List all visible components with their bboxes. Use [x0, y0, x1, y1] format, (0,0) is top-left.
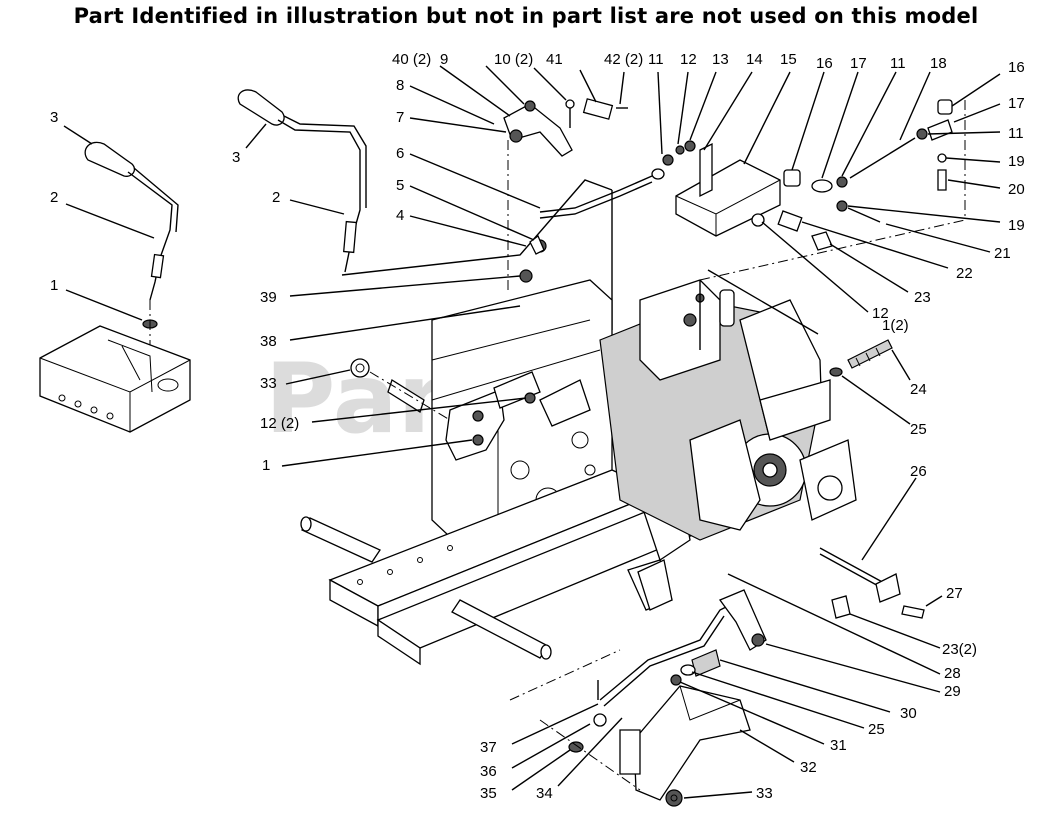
callout-label: 34 — [536, 785, 553, 802]
callout-label: 3 — [232, 149, 240, 166]
clip-part-23 — [811, 231, 833, 251]
leader-lines — [63, 65, 1001, 799]
right-side-hardware — [819, 339, 925, 619]
rod-bracket — [875, 573, 901, 603]
callout-label: 4 — [396, 207, 404, 224]
callout-label: 13 — [712, 51, 729, 68]
pedal-part-32 — [633, 685, 751, 801]
bushing-part-16 — [783, 169, 801, 187]
callout-label: 8 — [396, 77, 404, 94]
diagram-header-note: Part Identified in illustration but not … — [73, 4, 979, 28]
callout-label: 25 — [868, 721, 885, 738]
rod-end-part-17 — [811, 179, 833, 193]
washer-part-35 — [568, 741, 584, 753]
bushing-part-16-right — [937, 99, 953, 115]
bushing-22 — [777, 210, 803, 232]
callout-label: 11 — [648, 51, 664, 68]
upper-right-bracket-assembly — [662, 99, 966, 281]
bolt-part-27 — [901, 605, 925, 619]
callout-label: 10 (2) — [494, 51, 533, 68]
pedal-link-rod — [599, 599, 741, 701]
callout-label: 23(2) — [942, 641, 977, 658]
callout-label: 20 — [1008, 181, 1025, 198]
callout-label: 2 — [272, 189, 280, 206]
callout-label: 39 — [260, 289, 277, 306]
callout-label: 16 — [816, 55, 833, 72]
callout-label: 32 — [800, 759, 817, 776]
tie-rod-18 — [849, 137, 916, 179]
callout-label: 1(2) — [882, 317, 909, 334]
callout-label: 12 — [872, 305, 889, 322]
callout-label: 24 — [910, 381, 927, 398]
callout-label: 14 — [746, 51, 763, 68]
callout-label: 38 — [260, 333, 277, 350]
callout-label: 36 — [480, 763, 497, 780]
cross-tube-lower — [451, 599, 549, 659]
lever-rod-left — [127, 171, 173, 301]
mount-box-left — [39, 325, 191, 433]
callout-label: 28 — [944, 665, 961, 682]
callout-label: 40 (2) — [392, 51, 431, 68]
callout-label: 23 — [914, 289, 931, 306]
callout-label: 21 — [994, 245, 1011, 262]
callout-label: 1 — [262, 457, 270, 474]
bolt-part-20 — [937, 169, 947, 191]
callout-label: 33 — [260, 375, 277, 392]
spring-part-30 — [691, 649, 721, 677]
bolt-part-24 — [847, 339, 893, 369]
callout-label: 25 — [910, 421, 927, 438]
callout-label: 22 — [956, 265, 973, 282]
callout-label: 30 — [900, 705, 917, 722]
rod-end-part-17-right — [927, 119, 953, 141]
nut-part-39 — [519, 269, 533, 283]
callout-label: 33 — [756, 785, 773, 802]
control-rod-6 — [539, 175, 653, 213]
callout-label: 6 — [396, 145, 404, 162]
callout-label: 12 — [680, 51, 697, 68]
transmission-assembly — [599, 279, 857, 541]
callout-label: 18 — [930, 55, 947, 72]
callout-label: 26 — [910, 463, 927, 480]
callout-label: 15 — [780, 51, 797, 68]
callout-label: 35 — [480, 785, 497, 802]
washer-part-25 — [829, 367, 843, 377]
spacer-part-33-left — [350, 358, 370, 378]
callout-label: 16 — [1008, 59, 1025, 76]
callout-label: 11 — [1008, 125, 1024, 142]
callout-label: 31 — [830, 737, 847, 754]
callout-labels: 3 2 1 3 2 4 5 6 7 8 40 (2) 9 10 (2) 41 4… — [50, 51, 1025, 802]
handle-grip-center — [237, 89, 285, 126]
callout-label: 37 — [480, 739, 497, 756]
callout-label: 41 — [546, 51, 563, 68]
shaft-rod-26 — [819, 547, 887, 585]
callout-label: 9 — [440, 51, 448, 68]
spring-rod-21 — [847, 207, 881, 223]
callout-label: 12 (2) — [260, 415, 299, 432]
clip-part-41 — [582, 98, 614, 120]
left-lever-assembly — [39, 141, 191, 433]
cross-tube-upper — [301, 517, 381, 563]
callout-label: 17 — [850, 55, 867, 72]
clip-part-23-2 — [831, 595, 851, 619]
callout-label: 7 — [396, 109, 404, 126]
callout-label: 29 — [944, 683, 961, 700]
callout-label: 19 — [1008, 217, 1025, 234]
callout-label: 27 — [946, 585, 963, 602]
callout-label: 11 — [890, 55, 906, 72]
callout-label: 42 (2) — [604, 51, 643, 68]
handle-grip-left — [84, 141, 136, 177]
callout-label: 2 — [50, 189, 58, 206]
callout-label: 19 — [1008, 153, 1025, 170]
callout-label: 3 — [50, 109, 58, 126]
callout-label: 17 — [1008, 95, 1025, 112]
callout-label: 5 — [396, 177, 404, 194]
spacer-part-33-lower — [665, 789, 683, 807]
callout-label: 1 — [50, 277, 58, 294]
lower-pedal-assembly — [539, 559, 767, 807]
